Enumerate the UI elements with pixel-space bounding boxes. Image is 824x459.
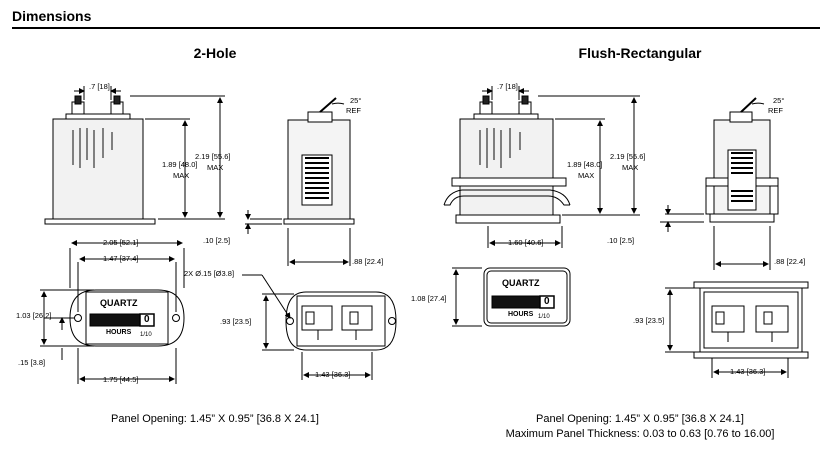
left-end-view: [245, 97, 355, 266]
right-title: Flush-Rectangular: [578, 45, 702, 61]
right-dim-body-height: 1.89 [48.0]: [567, 160, 603, 169]
heading-rule: [12, 27, 820, 29]
right-rear-view: [665, 281, 809, 378]
left-front-view: [40, 240, 185, 384]
left-dim-ledge: .10 [2.5]: [203, 236, 231, 245]
right-dim-depth: .88 [22.4]: [774, 257, 806, 266]
left-title: 2-Hole: [193, 45, 237, 61]
right-dim-lead-width: .7 [18]: [497, 82, 518, 91]
right-meter-brand: QUARTZ: [502, 278, 540, 288]
left-dim-total-height: 2.19 [55.6]: [195, 152, 231, 161]
left-dim-angle-ref: REF: [346, 106, 361, 115]
left-rear-view: [242, 274, 397, 380]
left-dim-body-height: 1.89 [48.0]: [162, 160, 198, 169]
right-dim-rear-width: 1.43 [36.3]: [730, 367, 766, 376]
left-dim-hole-span: 1.47 [37.4]: [103, 254, 139, 263]
right-dim-body-height-max: MAX: [578, 171, 595, 180]
right-dim-angle-ref: REF: [768, 106, 783, 115]
left-dim-depth: .88 [22.4]: [352, 257, 384, 266]
right-dim-total-height: 2.19 [55.6]: [610, 152, 646, 161]
right-meter-digit: 0: [544, 296, 550, 307]
left-side-view: [44, 86, 225, 225]
left-caption: Panel Opening: 1.45” X 0.95” [36.8 X 24.…: [111, 413, 319, 425]
left-dim-angle: 25°: [350, 96, 362, 105]
left-meter-unit: HOURS: [106, 329, 132, 336]
left-meter-brand: QUARTZ: [100, 298, 138, 308]
right-dim-angle: 25°: [773, 96, 785, 105]
left-dim-lead-width: .7 [18]: [89, 82, 110, 91]
right-dim-total-height-max: MAX: [622, 163, 639, 172]
right-end-view: [660, 97, 779, 270]
right-dim-ledge: .10 [2.5]: [607, 236, 635, 245]
right-caption: Panel Opening: 1.45” X 0.95” [36.8 X 24.…: [536, 413, 744, 425]
right-caption-thickness: Maximum Panel Thickness: 0.03 to 0.63 [0…: [505, 428, 775, 440]
left-dim-total-height-max: MAX: [207, 163, 224, 172]
right-meter-unit: HOURS: [508, 311, 534, 318]
left-meter-fraction: 1/10: [140, 332, 152, 338]
right-side-view: [443, 86, 640, 248]
left-dim-front-width: 1.75 [44.5]: [103, 375, 139, 384]
right-meter-fraction: 1/10: [538, 314, 550, 320]
left-dim-holes: 2X Ø.15 [Ø3.8]: [184, 269, 235, 278]
left-dim-hole-offset: .15 [3.8]: [18, 358, 46, 367]
left-dim-front-height: 1.03 [26.2]: [16, 311, 52, 320]
left-dim-overall-width: 2.05 [52.1]: [103, 238, 139, 247]
right-dim-front-width: 1.60 [40.6]: [508, 238, 544, 247]
section-heading: Dimensions: [12, 8, 92, 24]
left-dim-rear-width: 1.43 [36.3]: [315, 370, 351, 379]
right-dim-front-height: 1.08 [27.4]: [411, 294, 447, 303]
right-dim-rear-height: .93 [23.5]: [633, 316, 665, 325]
right-front-view: [452, 267, 571, 327]
left-meter-digit: 0: [144, 314, 150, 325]
left-dim-body-height-max: MAX: [173, 171, 190, 180]
left-dim-rear-height: .93 [23.5]: [220, 317, 252, 326]
